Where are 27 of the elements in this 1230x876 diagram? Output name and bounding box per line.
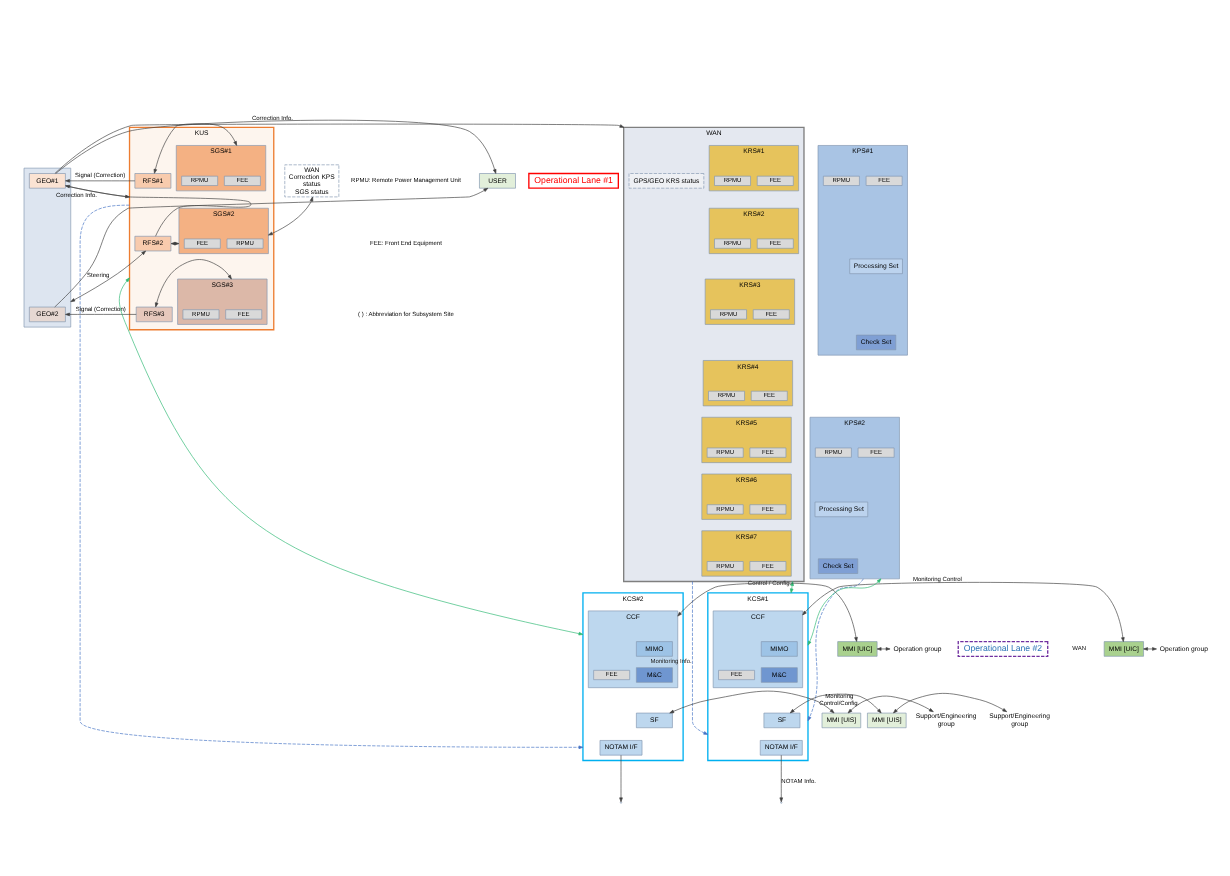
arrow (65, 312, 137, 317)
arrow (118, 277, 584, 636)
arrow (65, 179, 136, 183)
arrow (692, 581, 709, 735)
arrow (789, 693, 882, 714)
arrow (153, 123, 237, 174)
arrow (1143, 647, 1157, 651)
arrow (154, 259, 232, 308)
arrow (79, 204, 584, 750)
arrow (70, 250, 146, 303)
arrow (847, 695, 934, 714)
arrow (876, 647, 891, 651)
arrow (789, 581, 794, 594)
arrow (779, 754, 783, 803)
arrow (677, 582, 858, 642)
arrow (893, 693, 1008, 714)
arrow (55, 119, 497, 174)
arrow (268, 196, 314, 236)
arrow (669, 690, 835, 714)
arrow (54, 187, 489, 308)
arrow (65, 185, 130, 199)
arrow (802, 582, 1125, 642)
arrow (807, 578, 864, 722)
arrow (54, 123, 625, 174)
arrow (619, 754, 623, 803)
arrow (807, 578, 882, 646)
arrow (65, 184, 252, 237)
